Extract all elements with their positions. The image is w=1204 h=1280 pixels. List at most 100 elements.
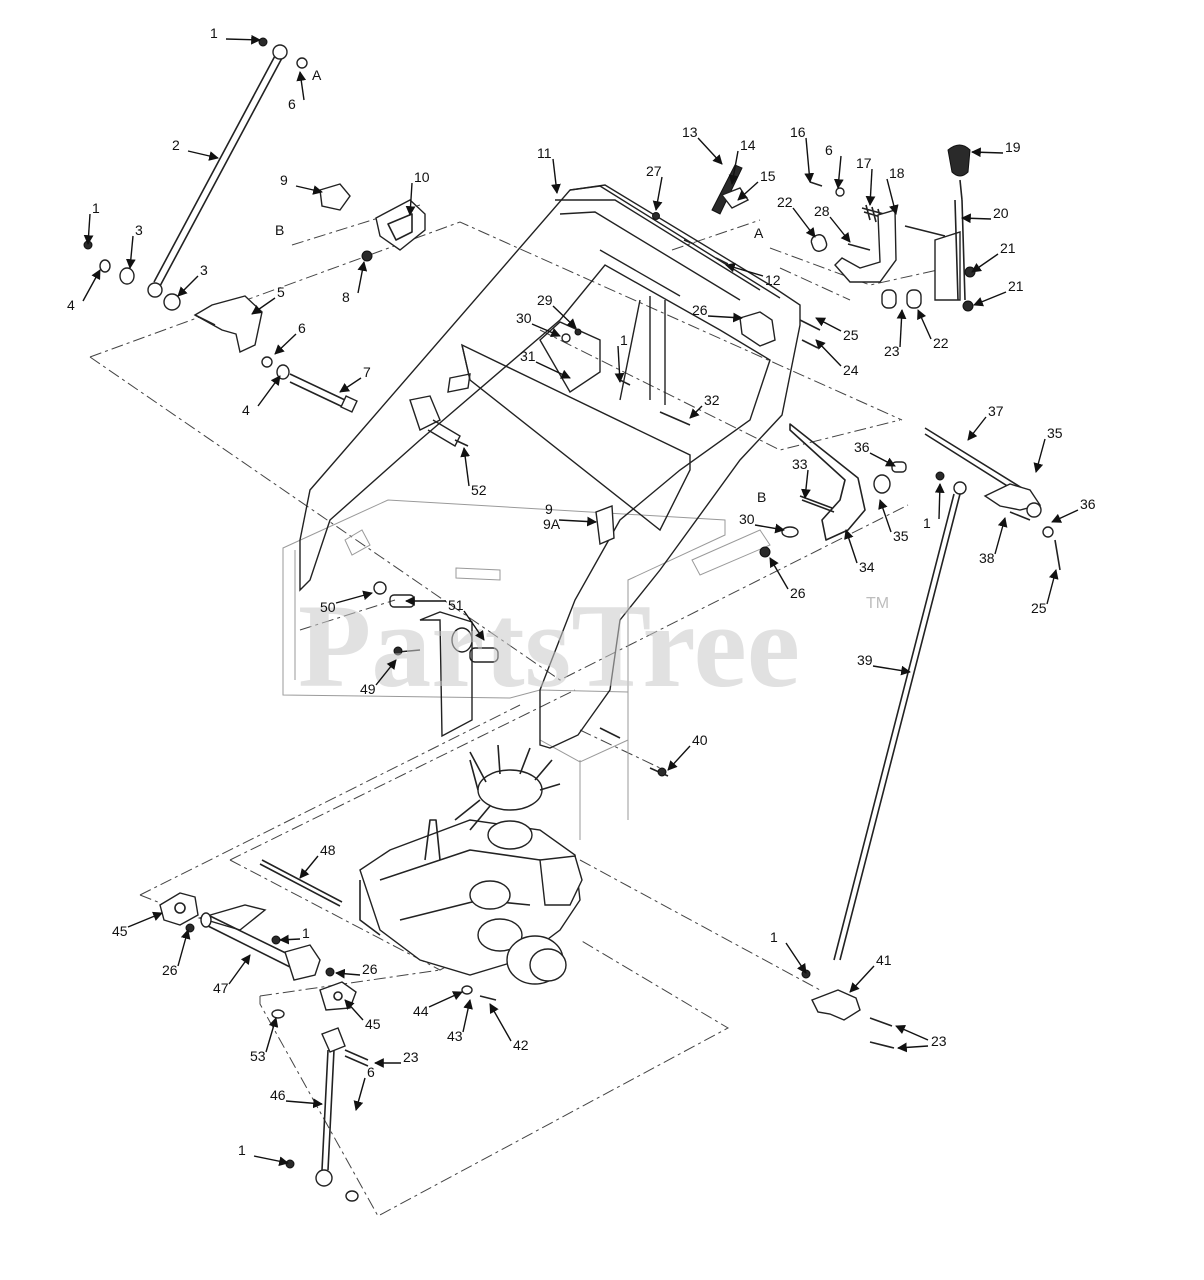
callout-26: 26 xyxy=(362,961,378,977)
callout-31: 31 xyxy=(520,348,536,364)
callout-leader xyxy=(994,517,1008,555)
callout-leader xyxy=(299,855,319,879)
callout-leader xyxy=(251,297,276,315)
callout-leader xyxy=(339,377,362,393)
callout-5: 5 xyxy=(277,284,285,300)
callout-leader xyxy=(228,954,251,985)
callout-leader xyxy=(83,213,94,245)
callout-2: 2 xyxy=(172,137,180,153)
callout-leader xyxy=(697,137,723,165)
callout-1: 1 xyxy=(238,1142,246,1158)
callout-B: B xyxy=(757,489,766,505)
callout-leader xyxy=(895,1025,929,1041)
callout-1: 1 xyxy=(923,515,931,531)
callout-A: A xyxy=(312,67,322,83)
callout-B: B xyxy=(275,222,284,238)
callout-25: 25 xyxy=(1031,600,1047,616)
callout-leader xyxy=(535,361,571,379)
callout-24: 24 xyxy=(843,362,859,378)
callout-16: 16 xyxy=(790,124,806,140)
callout-45: 45 xyxy=(365,1016,381,1032)
callout-leader xyxy=(689,405,703,419)
callout-1: 1 xyxy=(302,925,310,941)
callout-40: 40 xyxy=(692,732,708,748)
callout-39: 39 xyxy=(857,652,873,668)
callout-1: 1 xyxy=(770,929,778,945)
callout-3: 3 xyxy=(135,222,143,238)
watermark-text: PartsTree xyxy=(298,579,800,712)
callout-52: 52 xyxy=(471,482,487,498)
callout-leader xyxy=(971,147,1004,158)
callout-34: 34 xyxy=(859,559,875,575)
callout-leader xyxy=(531,323,561,338)
callout-38: 38 xyxy=(979,550,995,566)
callout-36: 36 xyxy=(1080,496,1096,512)
callout-leader xyxy=(961,213,992,224)
callout-leader xyxy=(844,529,858,564)
callout-50: 50 xyxy=(320,599,336,615)
callout-leader xyxy=(82,269,101,302)
callout-48: 48 xyxy=(320,842,336,858)
callout-6: 6 xyxy=(367,1064,375,1080)
callout-leader xyxy=(652,176,663,211)
callout-leader xyxy=(187,150,219,161)
callout-leader xyxy=(177,929,191,967)
callout-37: 37 xyxy=(988,403,1004,419)
callout-9A: 9A xyxy=(543,516,561,532)
callout-14: 14 xyxy=(740,137,756,153)
callout-30: 30 xyxy=(516,310,532,326)
callout-19: 19 xyxy=(1005,139,1021,155)
callout-leader xyxy=(296,71,307,101)
callout-13: 13 xyxy=(682,124,698,140)
callout-leader xyxy=(558,516,597,527)
callout-29: 29 xyxy=(537,292,553,308)
callout-1: 1 xyxy=(92,200,100,216)
callout-leader xyxy=(344,999,364,1021)
callout-leader xyxy=(917,309,932,340)
callout-26: 26 xyxy=(162,962,178,978)
right-side-parts xyxy=(759,423,1061,1049)
callout-6: 6 xyxy=(298,320,306,336)
callout-leader xyxy=(285,1098,323,1109)
callout-leader xyxy=(253,1155,289,1167)
switch-bracket xyxy=(319,183,426,262)
callout-26: 26 xyxy=(790,585,806,601)
callout-leader xyxy=(1051,509,1079,523)
callout-leader xyxy=(265,1017,279,1053)
transmission xyxy=(259,744,583,985)
callout-1: 1 xyxy=(210,25,218,41)
callout-leader xyxy=(971,253,999,273)
callout-leader xyxy=(257,375,281,407)
callout-leader xyxy=(707,312,743,323)
callout-8: 8 xyxy=(342,289,350,305)
callout-35: 35 xyxy=(893,528,909,544)
callout-leader xyxy=(463,610,485,641)
callout-leader xyxy=(552,305,577,329)
callout-leader xyxy=(375,659,397,686)
callout-leader xyxy=(804,137,815,183)
callout-18: 18 xyxy=(889,165,905,181)
callout-30: 30 xyxy=(739,511,755,527)
callout-9: 9 xyxy=(280,172,288,188)
callout-6: 6 xyxy=(825,142,833,158)
callout-44: 44 xyxy=(413,1003,429,1019)
callout-leader xyxy=(934,483,945,520)
callout-42: 42 xyxy=(513,1037,529,1053)
callout-53: 53 xyxy=(250,1048,266,1064)
callout-leader xyxy=(886,178,899,215)
callout-leader xyxy=(460,447,471,487)
callout-21: 21 xyxy=(1000,240,1016,256)
callout-leader xyxy=(897,1042,929,1053)
callout-22: 22 xyxy=(777,194,793,210)
callout-leader xyxy=(896,309,907,348)
callout-27: 27 xyxy=(646,163,662,179)
left-linkage xyxy=(83,37,358,413)
callout-leader xyxy=(462,999,473,1033)
watermark-trademark: TM xyxy=(866,595,889,612)
callout-25: 25 xyxy=(843,327,859,343)
callout-15: 15 xyxy=(760,168,776,184)
callout-4: 4 xyxy=(67,297,75,313)
callout-1: 1 xyxy=(620,332,628,348)
